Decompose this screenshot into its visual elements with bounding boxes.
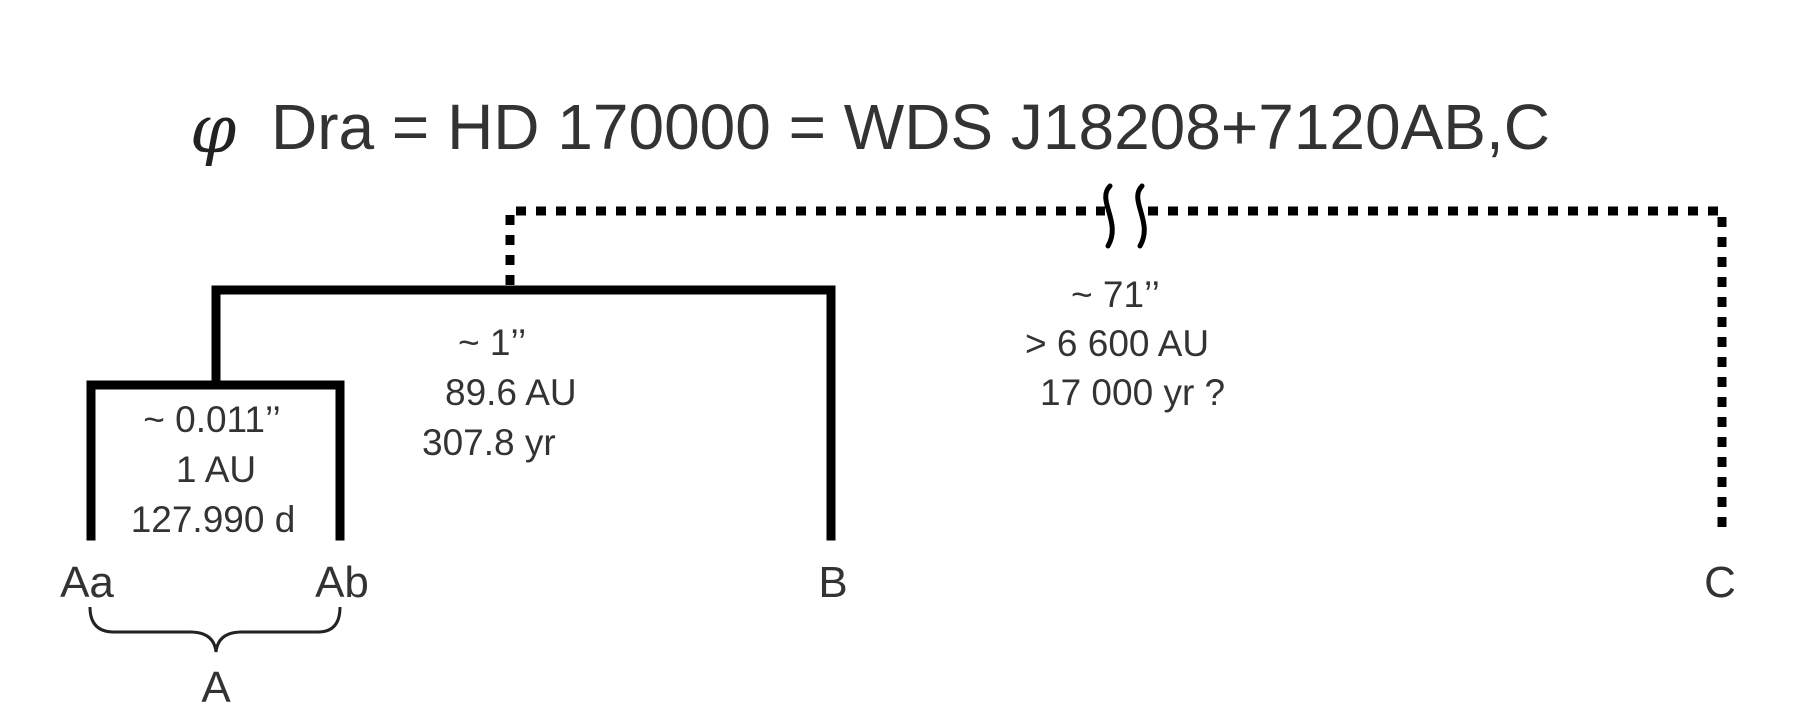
ab-c-dotted-right xyxy=(1148,206,1727,536)
diagram-title: Dra = HD 170000 = WDS J18208+7120AB,C xyxy=(271,91,1550,163)
ab-c-period: 17 000 yr ? xyxy=(1040,372,1225,413)
component-ab-label: Ab xyxy=(315,558,369,607)
phi-symbol: φ xyxy=(190,91,236,168)
component-a-label: A xyxy=(201,663,231,712)
component-c-label: C xyxy=(1704,558,1736,607)
component-b-label: B xyxy=(818,558,847,607)
ab-c-dotted-left xyxy=(505,206,1105,285)
ab-c-distance: > 6 600 AU xyxy=(1025,323,1209,364)
aa-ab-separation: ~ 0.011’’ xyxy=(143,399,281,440)
axis-break-icon xyxy=(1103,183,1147,249)
a-b-separation: ~ 1’’ xyxy=(458,322,526,363)
a-group-brace xyxy=(88,606,342,653)
aa-ab-distance: 1 AU xyxy=(176,449,256,490)
a-b-bracket xyxy=(211,285,836,541)
ab-c-separation: ~ 71’’ xyxy=(1071,274,1160,315)
aa-ab-period: 127.990 d xyxy=(131,499,296,540)
a-b-distance: 89.6 AU xyxy=(445,372,577,413)
component-aa-label: Aa xyxy=(60,558,114,607)
a-b-period: 307.8 yr xyxy=(422,422,556,463)
